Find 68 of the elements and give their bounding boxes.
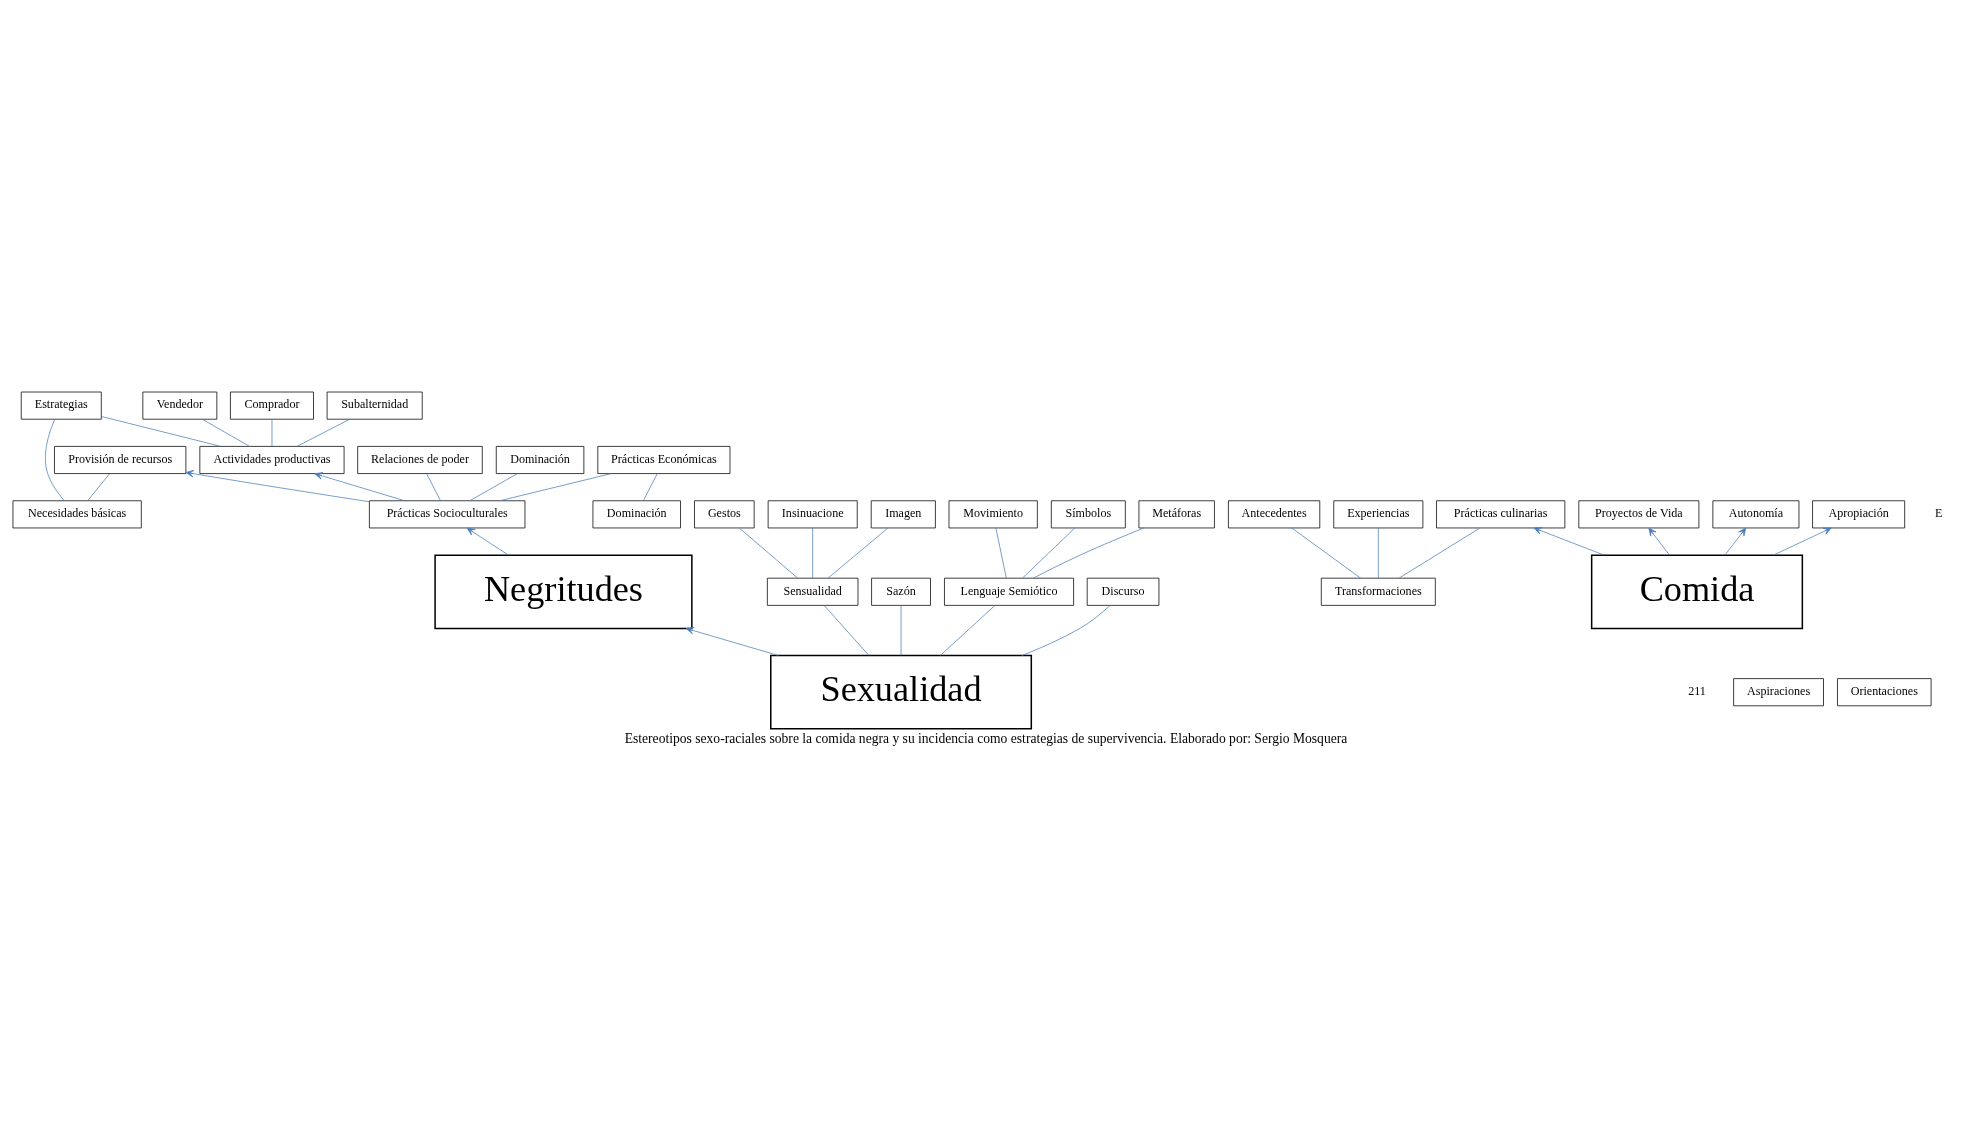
node-box: Imagen [870,499,936,528]
node-box: Prácticas Económicas [597,445,731,474]
node-box: Apropiación [1812,499,1906,528]
node-box: Metáforas [1138,499,1215,528]
node-box: Proyectos de Vida [1578,499,1700,528]
node-box: Actividades productivas [199,445,345,474]
connector [939,604,996,656]
node-box: Prácticas culinarias [1436,499,1566,528]
node-box: Gestos [694,499,755,528]
node-box: Lenguaje Semiótico [944,577,1074,606]
connector [827,527,889,578]
node-box: Necesidades básicas [12,499,142,528]
node-box: Movimiento [948,499,1038,528]
node-box: Sazón [871,577,931,606]
node-box: Relaciones de poder [357,445,483,474]
connector [1021,604,1111,656]
connector [87,472,111,501]
node-box: Subalternidad [326,391,423,420]
node-box: Vendedor [142,391,218,420]
node-box: Antecedentes [1228,499,1321,528]
node-box: Comida [1590,553,1804,629]
connector [823,604,870,656]
node-box: Discurso [1086,577,1160,606]
node-box: Estrategias [20,391,102,420]
connector [1377,527,1379,578]
node-box: Prácticas Socioculturales [369,499,526,528]
label: E [1934,505,1943,520]
node-box: Dominación [495,445,585,474]
connector [812,527,814,578]
node-box: Experiencias [1333,499,1424,528]
node-box: Negritudes [434,553,693,629]
arrow [314,471,405,501]
connector [202,418,250,447]
connector [1033,527,1145,578]
node-box: Símbolos [1050,499,1126,528]
node-box: Sexualidad [770,654,1033,730]
connector [739,527,799,578]
connector [426,472,441,501]
node-box: Dominación [592,499,681,528]
node-box: Sensualidad [767,577,859,606]
connector [296,418,350,447]
arrow [1724,527,1747,555]
node-box: Insinuacione [767,499,858,528]
label: 211 [1688,683,1706,698]
arrow [1773,527,1832,555]
node-box: Orientaciones [1837,677,1932,706]
node-box: Aspiraciones [1733,677,1824,706]
connector [1398,527,1481,578]
connector [1022,527,1076,578]
connector [900,604,902,656]
node-box: Autonomía [1712,499,1800,528]
arrow [685,626,779,656]
connector [995,527,1007,578]
connector [469,472,518,501]
arrow [466,527,509,555]
arrow [1648,527,1670,555]
connector [45,418,65,501]
arrow [185,469,370,502]
connector [271,418,273,447]
node-box: Comprador [230,391,314,420]
node-box: Transformaciones [1320,577,1436,606]
connector [1291,527,1362,578]
connector [499,472,612,501]
connector [643,472,658,501]
connector [101,415,222,447]
node-box: Provisión de recursos [54,445,187,474]
arrow [1533,526,1605,555]
caption: Estereotipos sexo-raciales sobre la comida negra y su incidencia como estrategias de supervivencia. Elaborado por: Sergio Mosquera [624,730,1348,746]
